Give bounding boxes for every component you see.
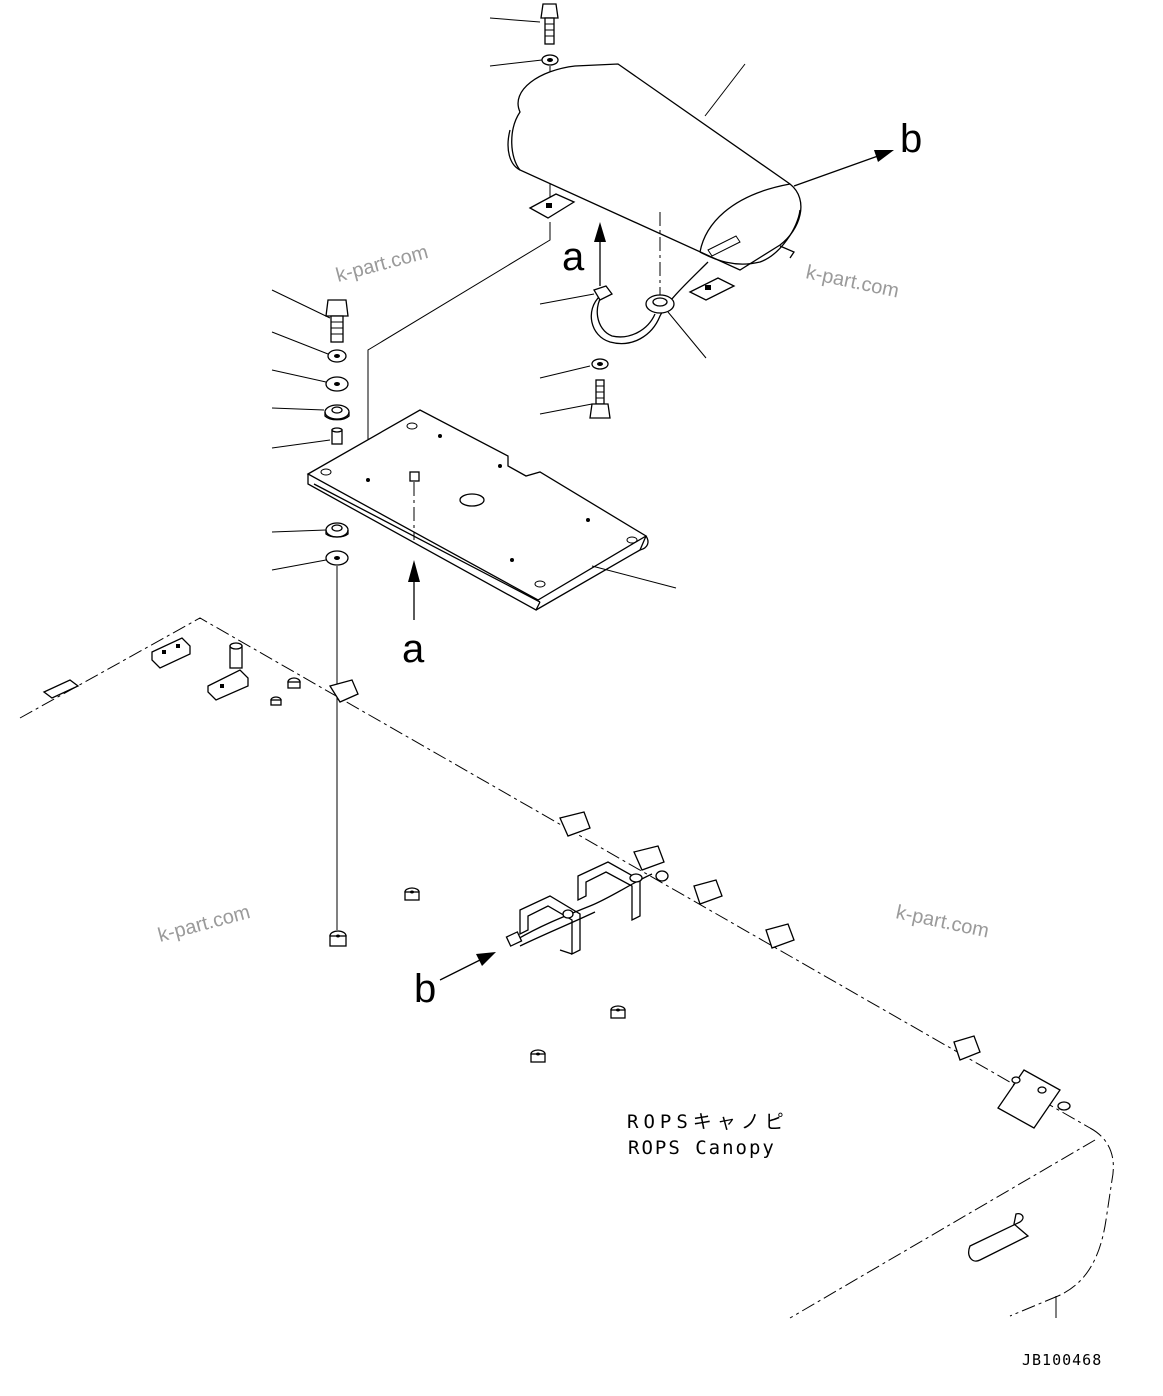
canopy-bracket-icon-3 bbox=[207, 669, 249, 701]
watermark-3: k-part.com bbox=[156, 901, 253, 947]
leader-top-washer bbox=[489, 59, 543, 67]
canopy-clip-icon-4 bbox=[693, 879, 723, 905]
clamp-icon bbox=[593, 285, 613, 301]
canopy-clip-icon-5 bbox=[765, 923, 795, 949]
harness-bracket-icon-1 bbox=[519, 895, 581, 956]
canopy-standoff-icon-1 bbox=[404, 887, 420, 901]
canopy-hinge-icon bbox=[997, 1069, 1071, 1129]
leader-stack-washer-2 bbox=[271, 369, 327, 383]
stack-bolt-icon bbox=[325, 299, 349, 343]
canopy-label-japanese: ROPSキャノピ bbox=[627, 1111, 789, 1133]
harness-bracket-icon-2 bbox=[577, 861, 641, 922]
top-washer-icon bbox=[541, 54, 559, 66]
top-bolt-icon bbox=[540, 3, 559, 45]
leader-stack-collar bbox=[271, 439, 331, 449]
watermark-2: k-part.com bbox=[804, 261, 901, 302]
leader-clamp-washer bbox=[539, 365, 591, 379]
rops-canopy-outline bbox=[19, 617, 1114, 1319]
canopy-hook-icon bbox=[968, 1212, 1030, 1262]
harness-connector-icon bbox=[505, 870, 669, 947]
callout-a-lower: a bbox=[402, 627, 425, 671]
headrest-cushion bbox=[507, 63, 802, 301]
lower-washer-1-icon bbox=[325, 522, 349, 538]
callout-b-upper: b bbox=[900, 117, 922, 161]
watermark-1: k-part.com bbox=[334, 241, 431, 287]
leader-grommet bbox=[667, 311, 707, 359]
arrow-b-lower-icon bbox=[439, 952, 496, 981]
canopy-clip-icon-2 bbox=[559, 811, 591, 837]
leader-tab-to-plate bbox=[367, 222, 551, 480]
canopy-nut-icon-2 bbox=[270, 696, 282, 706]
watermark-4: k-part.com bbox=[894, 901, 991, 942]
stack-washer-1-icon bbox=[327, 349, 347, 363]
canopy-clip-icon-6 bbox=[953, 1035, 981, 1061]
leader-stack-bolt bbox=[271, 289, 331, 319]
arrow-a-lower-icon bbox=[408, 560, 420, 620]
canopy-standoff-icon-4 bbox=[530, 1049, 546, 1063]
leader-stack-washer-1 bbox=[271, 331, 329, 355]
callout-a-upper: a bbox=[562, 235, 585, 279]
arrow-a-upper-icon bbox=[594, 222, 606, 286]
leader-lower-washer-2 bbox=[271, 559, 327, 571]
arrow-b-upper-icon bbox=[793, 150, 894, 187]
leader-stack-washer-3 bbox=[271, 407, 325, 411]
canopy-label-english: ROPS Canopy bbox=[628, 1137, 776, 1159]
leader-lower-washer-1 bbox=[271, 529, 327, 533]
canopy-standoff-icon-3 bbox=[610, 1005, 626, 1019]
canopy-bracket-icon-2 bbox=[151, 637, 191, 669]
canopy-bracket-icon-1 bbox=[42, 679, 80, 699]
drawing-number: JB100468 bbox=[1022, 1351, 1102, 1369]
lower-washer-2-icon bbox=[325, 550, 349, 566]
canopy-standoff-icon-2 bbox=[329, 930, 347, 947]
mounting-plate bbox=[306, 409, 649, 611]
leader-clamp-bolt bbox=[539, 403, 593, 415]
leader-headrest bbox=[704, 63, 746, 117]
stack-washer-2-icon bbox=[325, 376, 349, 392]
callout-b-lower: b bbox=[414, 967, 436, 1011]
leader-clamp bbox=[539, 293, 595, 305]
leader-top-bolt bbox=[489, 17, 541, 23]
canopy-clip-icon-3 bbox=[633, 845, 665, 871]
canopy-clip-icon-1 bbox=[328, 679, 359, 703]
canopy-post-icon-1 bbox=[229, 642, 243, 669]
leader-plate bbox=[591, 565, 677, 589]
stack-washer-3-icon bbox=[324, 404, 350, 421]
clamp-washer-icon bbox=[591, 358, 609, 370]
stack-collar-icon bbox=[331, 427, 343, 445]
harness-wire bbox=[590, 261, 709, 345]
grommet-icon bbox=[645, 294, 675, 314]
clamp-bolt-icon bbox=[589, 379, 611, 419]
canopy-nut-icon-1 bbox=[287, 677, 301, 689]
